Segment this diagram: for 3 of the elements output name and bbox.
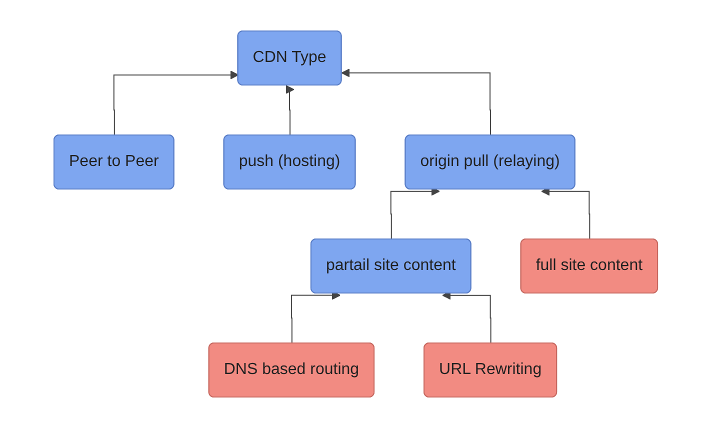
arrow (114, 70, 240, 136)
arrow (286, 85, 295, 136)
arrow (341, 68, 492, 136)
